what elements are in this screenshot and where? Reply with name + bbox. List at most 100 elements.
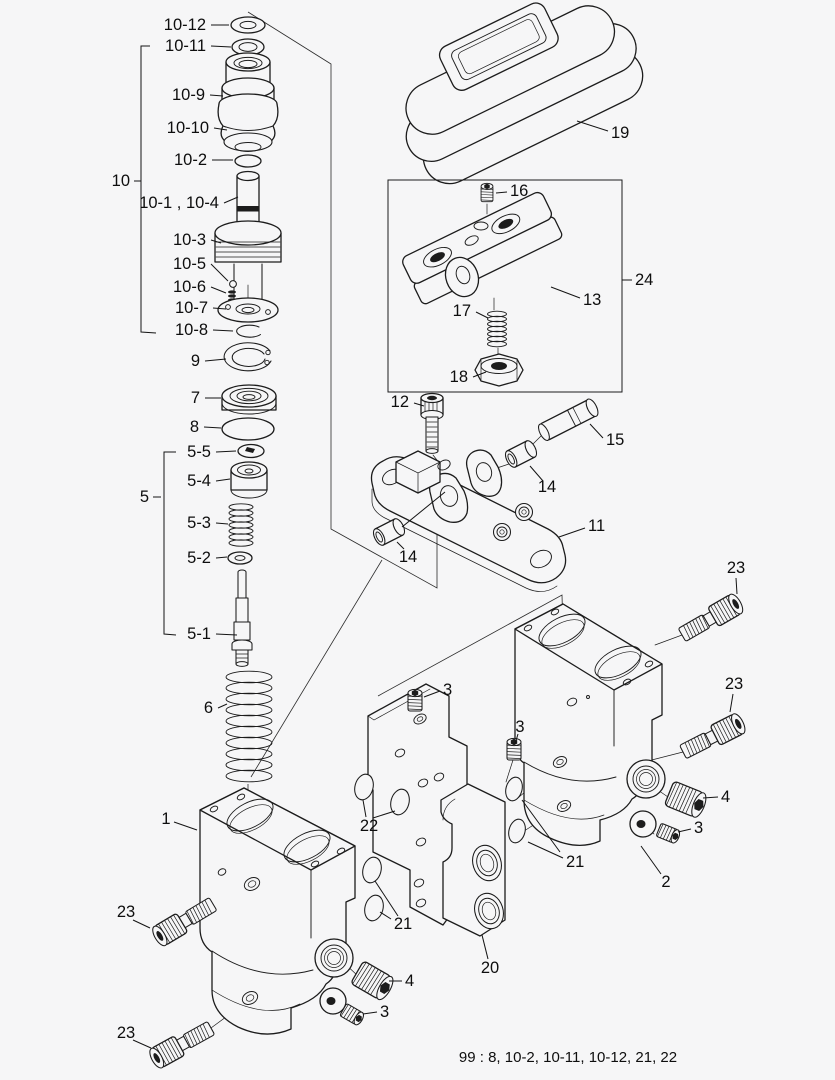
footnote: 99 : 8, 10-2, 10-11, 10-12, 21, 22 (459, 1049, 677, 1066)
part-callout-10-7: 10-7 (175, 299, 227, 317)
part-callout-24: 24 (622, 271, 653, 289)
part-callout-10-6: 10-6 (173, 278, 227, 296)
leader-line (362, 799, 367, 818)
part-callout-23: 23 (727, 559, 745, 595)
port-boss-small (629, 810, 657, 838)
snap-ring-9 (223, 342, 272, 372)
leader-line (223, 196, 239, 204)
bushing-14-left (370, 516, 408, 548)
part-number-label: 4 (405, 972, 414, 990)
seal-piston-7 (221, 384, 277, 415)
part-callout-23: 23 (117, 1024, 152, 1049)
o-ring-22 (390, 788, 410, 816)
leader-line (212, 329, 234, 332)
plug-10-9 (221, 52, 275, 101)
part-number-label: 10-9 (172, 86, 205, 104)
part-number-label: 18 (450, 368, 468, 386)
part-callout-5-4: 5-4 (187, 472, 231, 490)
part-callout-10-8: 10-8 (175, 321, 234, 339)
part-number-label: 7 (191, 389, 200, 407)
leader-line (481, 934, 489, 960)
bolt-23-right-top (675, 591, 747, 646)
group-brackets (140, 45, 177, 636)
o-ring-21 (508, 818, 526, 844)
valve-body-1-group (146, 787, 397, 1071)
part-number-label: 23 (117, 903, 135, 921)
part-callout-21: 21 (374, 880, 412, 933)
washer-5-5 (237, 443, 265, 459)
set-screw-3-mid (407, 688, 423, 712)
part-callout-23: 23 (725, 675, 743, 713)
part-number-label: 1 (161, 810, 170, 828)
leader-line (210, 45, 232, 48)
leader-line (132, 919, 151, 929)
bolt-23-left-bottom (146, 1017, 217, 1071)
detail-box-24 (387, 179, 623, 393)
o-ring-8 (221, 417, 275, 441)
part-callout-10: 10 (112, 172, 141, 190)
leader-line (529, 465, 544, 482)
manifold-block-20 (440, 783, 506, 937)
part-callout-5-5: 5-5 (187, 443, 237, 461)
part-callout-6: 6 (204, 699, 228, 717)
part-callout-14: 14 (529, 465, 556, 496)
leader-line (215, 556, 228, 559)
part-callout-10-3: 10-3 (173, 231, 222, 249)
part-number-label: 2 (661, 873, 670, 891)
part-number-label: 11 (588, 517, 605, 535)
part-callout-15: 15 (589, 423, 624, 449)
plate-10-7 (217, 297, 279, 323)
part-number-label: 9 (191, 352, 200, 370)
part-number-label: 10-1 , 10-4 (139, 194, 219, 212)
o-ring-21 (362, 856, 382, 884)
spring-seat-5-4 (230, 461, 268, 499)
stop-block (395, 450, 441, 494)
leader-line (213, 127, 228, 131)
part-callout-12: 12 (391, 393, 425, 411)
part-number-label: 19 (611, 124, 629, 142)
part-callout-5-3: 5-3 (187, 514, 229, 532)
leader-line (702, 796, 719, 799)
part-number-label: 23 (117, 1024, 135, 1042)
spool-stack-group (214, 16, 282, 783)
part-number-label: 10-8 (175, 321, 208, 339)
part-callout-13: 13 (550, 286, 601, 309)
o-ring-22 (354, 773, 374, 801)
part-number-label: 3 (380, 1003, 389, 1021)
part-callout-10-5: 10-5 (173, 255, 229, 282)
part-callout-19: 19 (576, 120, 629, 142)
set-screw-16 (480, 182, 494, 203)
part-callout-4: 4 (389, 972, 414, 990)
ring-10-8 (236, 324, 262, 338)
part-number-label: 23 (727, 559, 745, 577)
spring-17 (487, 297, 507, 363)
part-number-label: 15 (606, 431, 624, 449)
set-screw-3-mid-right (506, 737, 522, 761)
leader-line (132, 1039, 152, 1049)
part-number-label: 10 (112, 172, 130, 190)
part-number-label: 14 (399, 548, 417, 566)
leader-line (640, 845, 662, 875)
leader-line (472, 371, 487, 378)
part-number-label: 3 (515, 718, 524, 736)
part-callout-16: 16 (495, 182, 528, 200)
leader-line (173, 821, 198, 831)
part-number-label: 12 (391, 393, 409, 411)
part-callout-14: 14 (396, 491, 446, 566)
part-number-label: 6 (204, 699, 213, 717)
part-number-label: 5-5 (187, 443, 211, 461)
leader-line (589, 423, 604, 439)
part-number-label: 21 (566, 853, 584, 871)
leader-line (203, 426, 222, 429)
leader-line (677, 828, 692, 833)
leader-line (215, 633, 238, 636)
port-boss-large (314, 938, 354, 978)
part-number-label: 10-11 (165, 37, 206, 55)
leader-line (217, 703, 228, 709)
leader-line (374, 880, 399, 917)
part-callout-3: 3 (362, 1003, 389, 1021)
base-plate-11 (370, 449, 567, 592)
part-callout-22: 22 (360, 799, 396, 835)
